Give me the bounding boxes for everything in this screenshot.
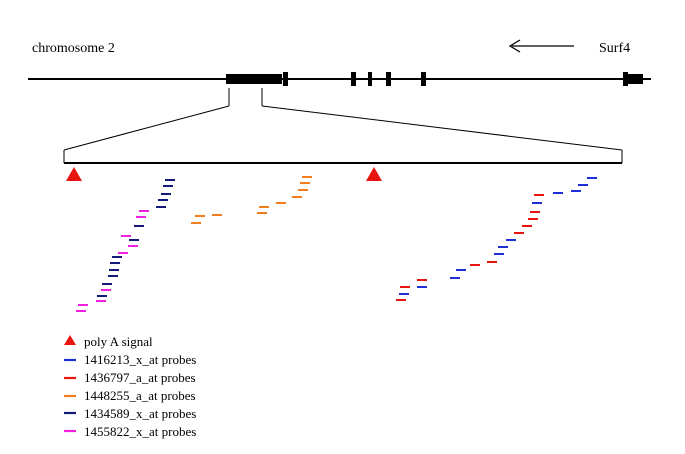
exon-block <box>283 72 288 86</box>
exon-block <box>623 72 628 86</box>
probes-1416213 <box>399 177 597 295</box>
exon-block <box>351 72 356 86</box>
probes-1448255 <box>191 176 312 224</box>
exon-block <box>368 72 372 86</box>
exon-block <box>386 72 391 86</box>
legend-label-1416213: 1416213_x_at probes <box>84 352 196 367</box>
exon-block <box>628 74 643 84</box>
legend-label-poly-a: poly A signal <box>84 334 153 349</box>
exon-block-expanded <box>226 74 282 84</box>
legend-label-1436797: 1436797_a_at probes <box>84 370 196 385</box>
zoom-connector <box>63 88 623 151</box>
legend: poly A signal 1416213_x_at probes 143679… <box>64 334 196 439</box>
probes-1434589 <box>97 179 175 297</box>
chromosome-track <box>28 72 651 86</box>
legend-poly-a-marker <box>64 335 76 345</box>
legend-label-1448255: 1448255_a_at probes <box>84 388 196 403</box>
gene-label: Surf4 <box>599 41 630 56</box>
direction-arrow <box>508 39 574 53</box>
exon-block <box>421 72 426 86</box>
poly-a-signal-marker <box>66 167 82 181</box>
probes-1436797 <box>396 194 544 301</box>
chromosome-label: chromosome 2 <box>32 41 115 56</box>
poly-a-signal-marker <box>366 167 382 181</box>
legend-label-1455822: 1455822_x_at probes <box>84 424 196 439</box>
legend-label-1434589: 1434589_x_at probes <box>84 406 196 421</box>
probes-1455822 <box>76 210 149 312</box>
expanded-region <box>63 150 623 164</box>
